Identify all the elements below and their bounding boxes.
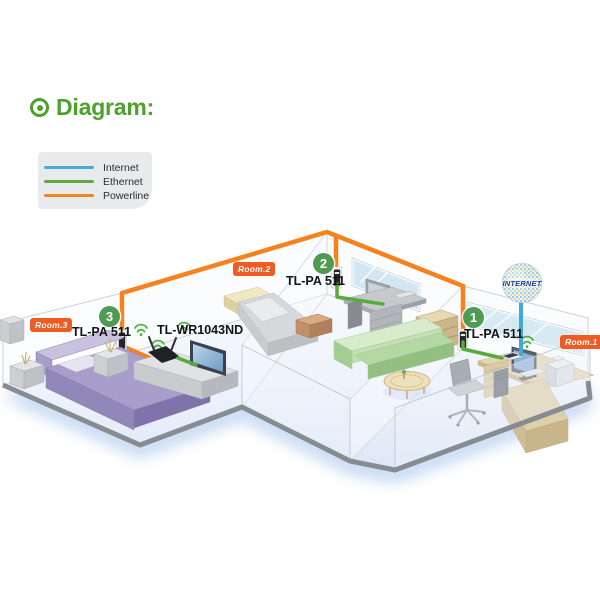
dresser-left-edge: [0, 315, 25, 345]
internet-line-swatch: [44, 165, 94, 170]
ethernet-line-swatch: [44, 179, 94, 184]
coffee-table: [383, 369, 431, 400]
room-badge-1: Room.1: [560, 335, 600, 349]
legend-row-powerline: Powerline: [44, 189, 152, 202]
internet-globe: [502, 263, 542, 303]
legend-row-internet: Internet: [44, 161, 152, 174]
step-badge-1: 1: [463, 307, 484, 328]
step-badge-2: 2: [313, 253, 334, 274]
adapter-1-label: TL-PA 511: [464, 327, 524, 341]
adapter-2-label: TL-PA 511: [286, 274, 346, 288]
legend-label-ethernet: Ethernet: [103, 175, 143, 188]
nightstand-2: [93, 338, 129, 378]
legend-row-ethernet: Ethernet: [44, 175, 152, 188]
legend-label-internet: Internet: [103, 161, 139, 174]
room-badge-2: Room.2: [233, 262, 276, 276]
office-pc-tower: [493, 367, 509, 399]
legend: Internet Ethernet Powerline: [38, 152, 152, 209]
adapter-3-label: TL-PA 511: [72, 325, 132, 339]
powerline-line-swatch: [44, 193, 94, 198]
step-badge-3: 3: [99, 306, 120, 327]
sofa: [333, 317, 455, 380]
dresser-brown: [295, 313, 333, 339]
legend-label-powerline: Powerline: [103, 189, 150, 202]
office-monitor: [511, 346, 537, 381]
page-title: Diagram:: [30, 94, 154, 121]
internet-globe-label: INTERNET: [502, 279, 542, 288]
page-title-text: Diagram:: [56, 94, 155, 120]
room-badge-3: Room.3: [30, 318, 73, 332]
ethernet-cables: [176, 282, 504, 367]
printer: [545, 355, 575, 388]
router-device: [148, 336, 180, 363]
target-icon: [30, 98, 49, 117]
tv: [190, 340, 226, 376]
nightstand-1: [9, 351, 45, 390]
router-label: TL-WR1043ND: [157, 323, 244, 337]
modem: [499, 351, 525, 361]
desk-middle-room: [343, 278, 427, 340]
floor-edge-band: [1, 380, 593, 473]
